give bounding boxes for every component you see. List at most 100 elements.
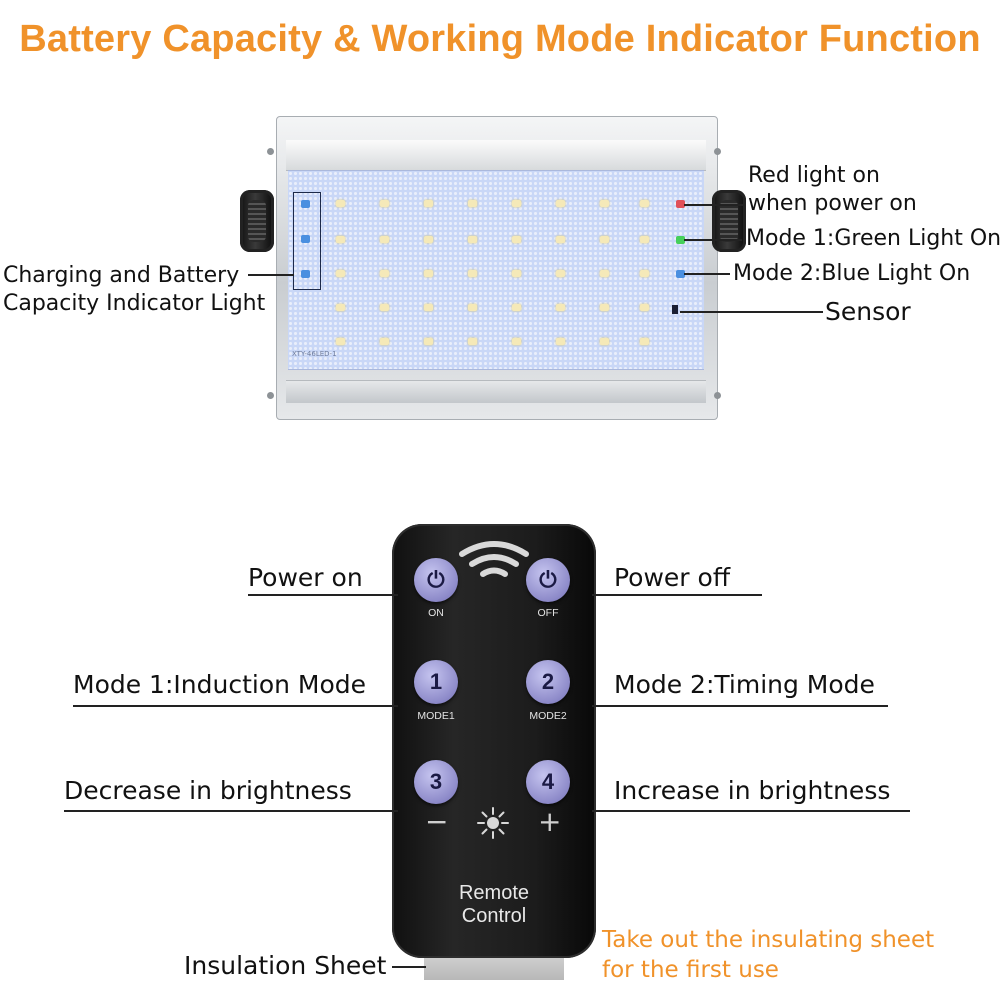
led-chip-icon xyxy=(640,304,649,311)
power-off-label: Power off xyxy=(614,563,731,592)
red-light-label-line2: when power on xyxy=(748,190,917,216)
led-chip-icon xyxy=(468,200,477,207)
light-led-panel xyxy=(288,170,704,370)
led-chip-icon xyxy=(380,338,389,345)
led-chip-icon xyxy=(424,338,433,345)
led-chip-icon xyxy=(640,236,649,243)
charging-indicator-icon xyxy=(301,235,310,243)
led-chip-icon xyxy=(380,236,389,243)
light-top-bar xyxy=(286,140,706,171)
red-light-label: Red light on when power on xyxy=(748,162,917,217)
increase-brightness-button[interactable]: 4 xyxy=(526,760,570,804)
mode1-green-label: Mode 1:Green Light On xyxy=(746,226,1000,251)
led-chip-icon xyxy=(468,304,477,311)
led-chip-icon xyxy=(556,270,565,277)
remote-label-line2: Control xyxy=(461,905,527,927)
charging-indicator-icon xyxy=(301,200,310,208)
mode2-timing-label: Mode 2:Timing Mode xyxy=(614,670,875,699)
mode1-induction-leader xyxy=(73,705,398,707)
led-chip-icon xyxy=(512,338,521,345)
red-light-label-line1: Red light on xyxy=(748,163,880,188)
led-chip-icon xyxy=(600,270,609,277)
power-off-caption: OFF xyxy=(537,607,559,619)
led-chip-icon xyxy=(512,236,521,243)
charging-label-line1: Charging and Battery xyxy=(3,263,240,288)
mode2-blue-leader xyxy=(684,273,730,275)
screw-icon xyxy=(267,148,274,155)
plus-icon: + xyxy=(538,805,562,838)
sensor-leader xyxy=(680,311,823,313)
mode2-button-label: 2 xyxy=(541,669,555,694)
power-icon: ⏻ xyxy=(539,567,557,592)
sun-icon xyxy=(477,807,509,839)
led-chip-icon xyxy=(512,304,521,311)
led-chip-icon xyxy=(424,200,433,207)
mode2-button[interactable]: 2 xyxy=(526,660,570,704)
led-chip-icon xyxy=(336,338,345,345)
led-chip-icon xyxy=(380,270,389,277)
led-chip-icon xyxy=(556,236,565,243)
led-chip-icon xyxy=(424,270,433,277)
led-chip-icon xyxy=(600,338,609,345)
insulation-sheet-leader xyxy=(392,966,426,968)
blue-indicator-icon xyxy=(676,270,685,278)
mode1-green-leader xyxy=(684,239,742,241)
led-chip-icon xyxy=(640,270,649,277)
mode2-caption: MODE2 xyxy=(529,710,567,722)
note-line2: for the first use xyxy=(602,956,779,983)
power-on-label: Power on xyxy=(248,563,363,592)
led-chip-icon xyxy=(556,338,565,345)
decrease-brightness-button[interactable]: 3 xyxy=(414,760,458,804)
decrease-brightness-leader xyxy=(64,810,398,812)
led-chip-icon xyxy=(336,200,345,207)
charging-indicator-box xyxy=(293,192,321,290)
led-chip-icon xyxy=(600,304,609,311)
screw-icon xyxy=(714,148,721,155)
charging-label-line2: Capacity Indicator Light xyxy=(3,290,266,316)
remote-label: Remote Control xyxy=(392,882,596,928)
power-off-button[interactable]: ⏻ xyxy=(526,558,570,602)
led-chip-icon xyxy=(640,338,649,345)
mode1-button[interactable]: 1 xyxy=(414,660,458,704)
mode1-caption: MODE1 xyxy=(417,710,455,722)
charging-indicator-label: Charging and Battery Capacity Indicator … xyxy=(3,262,265,317)
insulating-sheet-note: Take out the insulating sheet for the fi… xyxy=(602,926,934,986)
led-chip-icon xyxy=(380,304,389,311)
led-chip-icon xyxy=(468,270,477,277)
remote-label-line1: Remote xyxy=(458,882,530,904)
power-icon: ⏻ xyxy=(427,567,445,592)
mode2-timing-leader xyxy=(592,705,888,707)
led-chip-icon xyxy=(600,200,609,207)
power-on-button[interactable]: ⏻ xyxy=(414,558,458,602)
decrease-brightness-label: Decrease in brightness xyxy=(64,776,352,805)
led-chip-icon xyxy=(512,200,521,207)
decrease-button-label: 3 xyxy=(429,769,443,794)
red-indicator-icon xyxy=(676,200,685,208)
increase-button-label: 4 xyxy=(541,769,555,794)
increase-brightness-label: Increase in brightness xyxy=(614,776,891,805)
sensor-label: Sensor xyxy=(825,297,911,326)
page-title: Battery Capacity & Working Mode Indicato… xyxy=(19,18,981,60)
red-light-leader xyxy=(684,204,744,206)
led-chip-icon xyxy=(468,338,477,345)
led-chip-icon xyxy=(336,304,345,311)
insulation-sheet-label: Insulation Sheet xyxy=(184,951,387,980)
screw-icon xyxy=(714,392,721,399)
sensor-icon xyxy=(672,305,678,314)
led-chip-icon xyxy=(380,200,389,207)
mode1-induction-label: Mode 1:Induction Mode xyxy=(73,670,367,699)
power-on-caption: ON xyxy=(428,607,444,619)
screw-icon xyxy=(267,392,274,399)
led-chip-icon xyxy=(468,236,477,243)
led-chip-icon xyxy=(640,200,649,207)
model-text: XTY-46LED-1 xyxy=(292,350,337,358)
minus-icon: − xyxy=(425,805,449,838)
light-bottom-bar xyxy=(286,380,706,403)
mode1-button-label: 1 xyxy=(429,669,443,694)
charging-indicator-icon xyxy=(301,270,310,278)
led-chip-icon xyxy=(424,304,433,311)
signal-icon xyxy=(459,541,529,577)
led-chip-icon xyxy=(600,236,609,243)
green-indicator-icon xyxy=(676,236,685,244)
note-line1: Take out the insulating sheet xyxy=(602,927,935,953)
